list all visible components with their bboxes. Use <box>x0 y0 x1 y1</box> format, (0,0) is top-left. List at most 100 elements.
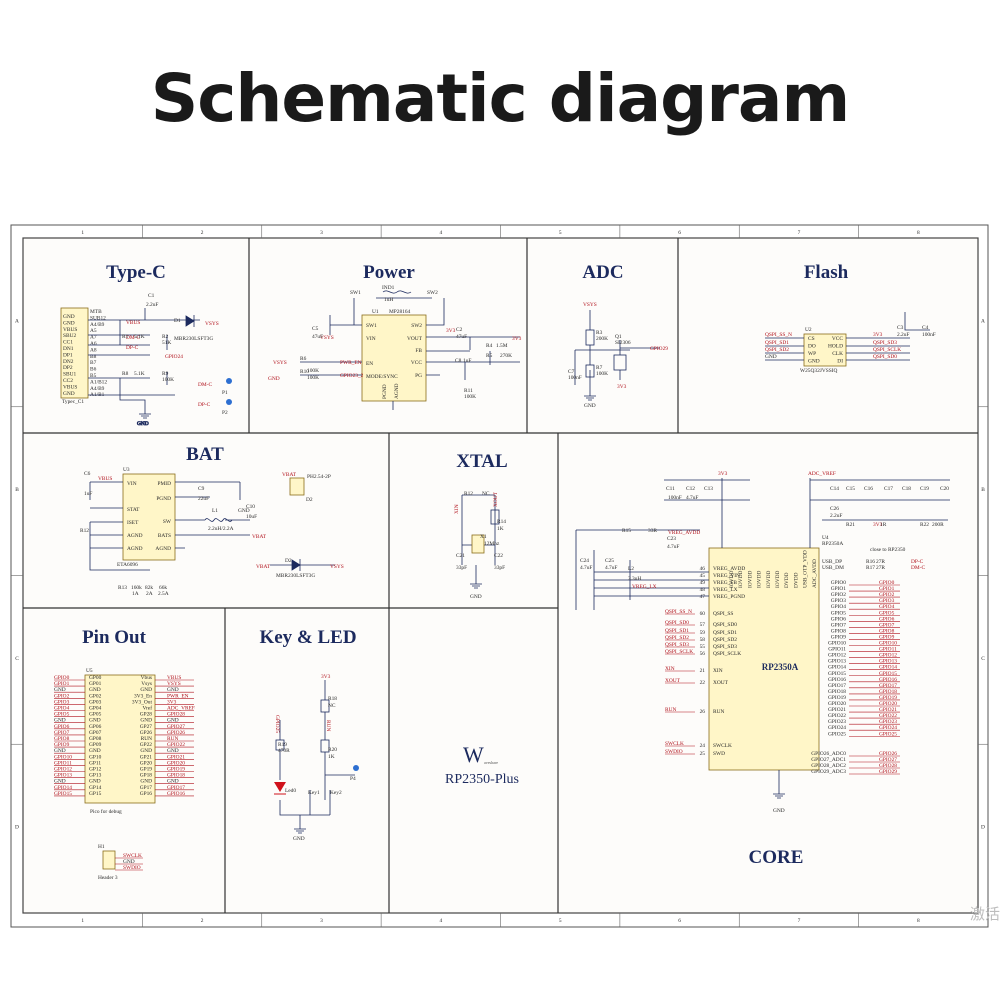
core-right-pin: GPIO12 <box>828 653 846 659</box>
adc-part-ref: 200K <box>596 336 608 342</box>
header-net: SWDIO <box>123 865 141 871</box>
typec-diode <box>185 315 195 327</box>
core-right-pin: GPIO20 <box>828 701 846 707</box>
core-net-label: GND <box>773 808 785 814</box>
core-part-ref: R15 <box>622 528 631 534</box>
typec-pin-number: SUB12 <box>90 315 106 321</box>
pinout-left-net: GPIO14 <box>54 785 72 791</box>
pinout-left-pin: GP00 <box>89 675 102 681</box>
frame-col-label: 2 <box>201 230 204 236</box>
pinout-left-pin: GP07 <box>89 730 102 736</box>
core-right-net: GPIO27 <box>879 757 897 763</box>
core-top-pin: IOVDD <box>757 571 763 588</box>
typec-pin-name: CC2 <box>63 378 73 384</box>
bat-net-label: VBUS <box>98 476 112 482</box>
header-net: GND <box>123 859 135 865</box>
xtal-wires <box>461 494 500 589</box>
core-part-ref: C13 <box>704 486 713 492</box>
bat-part-ref: C6 <box>84 471 91 477</box>
pinout-right-pin: GND <box>140 687 152 693</box>
watermark: 激活 <box>969 905 1000 923</box>
xtal-part-ref: C21 <box>456 553 465 559</box>
flash-ic-pin: VCC <box>832 336 843 342</box>
svg-text:RP2350A: RP2350A <box>822 541 843 547</box>
core-usb-resistor: R17 <box>866 565 875 571</box>
bat-net-label: VSYS <box>330 564 344 570</box>
core-right-pin: GPIO18 <box>828 689 846 695</box>
keyled-led <box>274 782 286 795</box>
typec-net-label: DP-C <box>126 345 139 351</box>
core-ic-u4: RP2350A U4 RP2350A VREG_AVDD46VREG_VIN45… <box>700 535 926 775</box>
frame-col-label: 1 <box>81 230 84 236</box>
core-left-net: QSPI_SD0 <box>665 620 689 626</box>
flash-net-label: QSPI_SCLK <box>873 347 901 353</box>
core-left-net: QSPI_SD1 <box>665 628 689 634</box>
section-title-keyled: Key & LED <box>259 627 356 648</box>
core-left-pin-number: 60 <box>700 611 706 617</box>
frame-row-label: C <box>981 656 985 662</box>
frame-col-label: 2 <box>201 918 204 924</box>
power-net-label: VSYS <box>273 360 287 366</box>
keyled-part-ref: Key2 <box>330 790 342 796</box>
core-left-pin-number: 24 <box>700 743 706 749</box>
core-part-ref: 4.7uF <box>580 565 592 571</box>
core-right-pin: GPIO6 <box>831 616 847 622</box>
pinout-right-net: GND <box>167 748 179 754</box>
bat-part-ref: 22uF <box>198 496 209 502</box>
power-ic-pin: MODE/SYNC <box>366 374 398 380</box>
core-usb-note: close to RP2350 <box>870 547 906 553</box>
core-net-label: ADC_VREF <box>808 471 836 477</box>
pinout-left-pin: GND <box>89 718 101 724</box>
frame-col-label: 1 <box>81 918 84 924</box>
xtal-part-ref: R14 <box>497 519 506 525</box>
adc-part-ref: 100nF <box>568 375 582 381</box>
adc-net-label: 3V3 <box>617 384 627 390</box>
pinout-left-pin: GP06 <box>89 724 102 730</box>
core-right-pin: GPIO8 <box>831 628 847 634</box>
core-top-pin: USB_OTP_VDD <box>803 550 809 588</box>
section-title-flash: Flash <box>804 262 849 283</box>
section-title-power: Power <box>363 262 415 283</box>
pinout-left-net: GPIO11 <box>54 760 72 766</box>
xtal-net-label: XIN <box>454 504 460 514</box>
core-left-pin: SWD <box>713 751 725 757</box>
adc-net-label: GPIO29 <box>650 346 668 352</box>
core-left-pin: QSPI_SS <box>713 611 733 617</box>
keyled-net-label: RUN <box>325 720 331 731</box>
typec-part-ref: R1 <box>122 334 129 340</box>
power-part-ref: R10 <box>300 369 309 375</box>
core-part-ref: R22 <box>920 522 929 528</box>
typec-pin-name: DP1 <box>63 352 73 358</box>
power-part-ref: 270K <box>500 353 512 359</box>
power-ic-pin: VOUT <box>407 336 423 342</box>
core-left-pin-number: 21 <box>700 668 706 674</box>
power-part-ref: R5 <box>486 353 493 359</box>
flash-net-label: 3V3 <box>873 332 883 338</box>
pinout-left-net: GND <box>54 718 66 724</box>
bat-rset-cell: 160k <box>131 585 142 591</box>
svg-text:D2: D2 <box>306 497 313 503</box>
frame-row-label: D <box>15 825 19 831</box>
power-part-ref: SW2 <box>427 290 438 296</box>
core-part-ref: 4.7uF <box>667 544 679 550</box>
core-right-pin: GPIO22 <box>828 713 846 719</box>
pinout-right-pin: GND <box>140 779 152 785</box>
core-part-ref: C20 <box>940 486 949 492</box>
pinout-right-pin: Vbus <box>141 675 152 681</box>
adc-part-ref: C7 <box>568 369 575 375</box>
pinout-left-net: GPIO12 <box>54 767 72 773</box>
pinout-right-pin: GP22 <box>140 742 153 748</box>
frame-row-label: A <box>981 318 985 324</box>
core-left-pin-number: 57 <box>700 622 706 628</box>
flash-net-label: QSPI_SD3 <box>873 340 897 346</box>
pinout-right-pin: GND <box>140 718 152 724</box>
typec-pin-number: A5 <box>90 328 97 334</box>
typec-connector-label: Typec_C1 <box>62 399 84 405</box>
flash-net-label: QSPI_SS_N <box>765 332 792 338</box>
typec-wires <box>88 308 200 410</box>
adc-part-ref: Q1 <box>615 334 622 340</box>
core-right-pin: GPIO24 <box>828 725 846 731</box>
core-left-pin: VREG_VIN <box>713 573 740 579</box>
power-ic-pin: AGND <box>394 383 400 399</box>
typec-net-label: DM-C <box>126 335 140 341</box>
